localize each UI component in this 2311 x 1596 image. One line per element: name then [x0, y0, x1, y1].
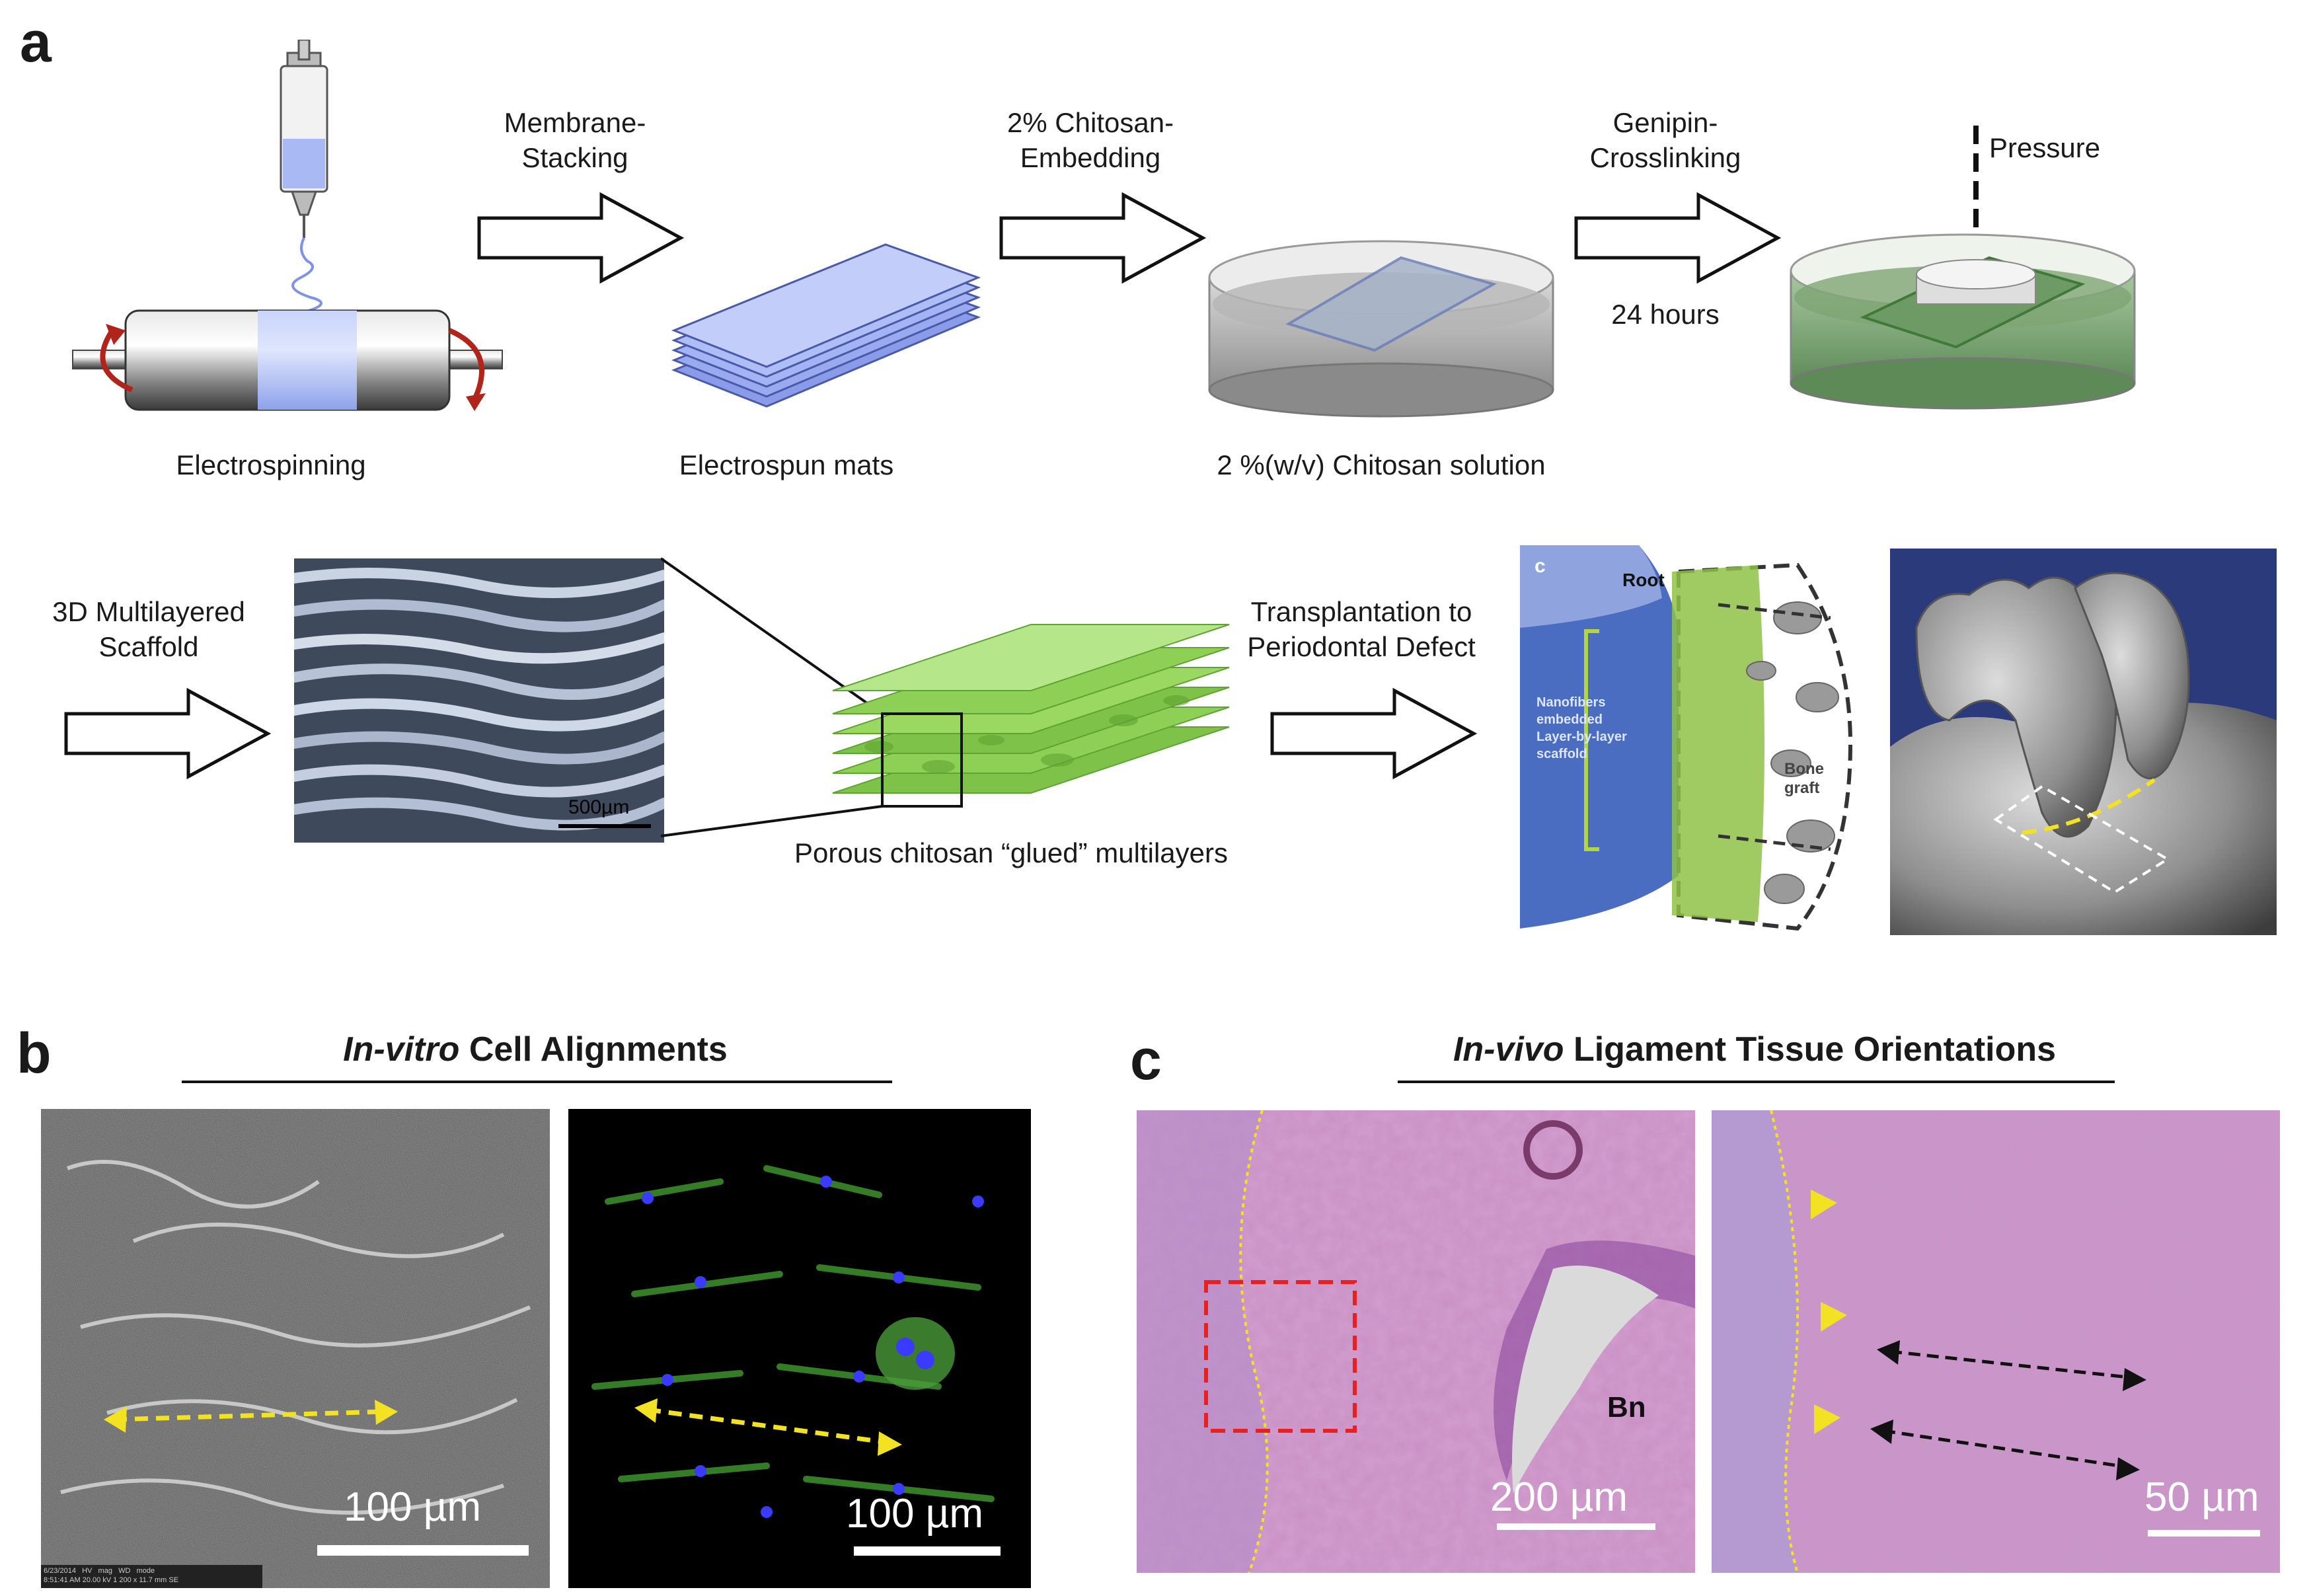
scaffold-scale-label: 500µm — [568, 796, 630, 818]
bn-label: Bn — [1607, 1391, 1646, 1424]
pressure-dish — [1790, 126, 2136, 410]
process-arrow-5 — [1270, 687, 1478, 780]
micro-ct-render — [1890, 549, 2277, 935]
chitosan-solution-label: 2 %(w/v) Chitosan solution — [1217, 449, 1546, 480]
genipin-crosslinking-label: Genipin- Crosslinking — [1589, 107, 1741, 173]
transplantation-label: Transplantation to Periodontal Defect — [1247, 596, 1476, 662]
electrospun-mats-stack — [671, 243, 981, 408]
panel-c-title-italic: In-vivo — [1453, 1030, 1564, 1069]
chitosan-dish — [1208, 240, 1554, 418]
membrane-stacking-label: Membrane- Stacking — [504, 107, 646, 173]
pressure-label: Pressure — [1989, 132, 2101, 163]
electrospun-mats-label: Electrospun mats — [679, 449, 894, 480]
scaffold-sem-image — [294, 558, 664, 843]
24-hours-label: 24 hours — [1611, 299, 1720, 330]
periodontal-schematic — [1520, 545, 1853, 931]
electrospinning-label: Electrospinning — [176, 449, 366, 480]
porous-chitosan-label: Porous chitosan “glued” multilayers — [794, 837, 1228, 868]
process-arrow-1 — [477, 192, 685, 284]
root-label: Root — [1622, 570, 1665, 590]
panel-b-letter: b — [17, 1022, 52, 1085]
process-arrow-3 — [1574, 192, 1782, 284]
panel-b-title-rest: Cell Alignments — [459, 1030, 728, 1069]
panel-b-title-rule — [182, 1081, 892, 1083]
chitosan-embedding-label: 2% Chitosan- Embedding — [1006, 107, 1174, 173]
he-low-mag-image — [1137, 1110, 1695, 1573]
panel-b-title: In-vitro Cell Alignments — [178, 1030, 892, 1069]
panel-c-letter: c — [1130, 1028, 1162, 1092]
panel-c-title-rule — [1398, 1081, 2115, 1083]
fluorescence-scale-label: 100 µm — [846, 1491, 984, 1537]
scaffold-3d-model — [661, 557, 1230, 837]
sem-cell-image — [41, 1109, 550, 1588]
he-high-mag-image — [1712, 1110, 2280, 1573]
panel-c-title: In-vivo Ligament Tissue Orientations — [1394, 1030, 2115, 1069]
schematic-corner-letter: c — [1534, 555, 1546, 577]
panel-a-letter: a — [20, 11, 52, 74]
panel-b-title-italic: In-vitro — [343, 1030, 460, 1069]
panel-c-title-rest: Ligament Tissue Orientations — [1564, 1030, 2057, 1069]
process-arrow-4 — [64, 687, 272, 780]
sem-scale-label: 100 µm — [344, 1484, 482, 1530]
electrospinning-illustration — [72, 40, 503, 411]
sem-info-bar: 6/23/2014 HV mag WD mode 8:51:41 AM 20.0… — [44, 1567, 179, 1585]
fluorescence-image — [568, 1109, 1031, 1588]
he-high-scale-label: 50 µm — [2144, 1474, 2259, 1520]
bone-graft-label: Bone graft — [1784, 760, 1824, 797]
3d-scaffold-label: 3D Multilayered Scaffold — [52, 596, 245, 662]
he-low-scale-label: 200 µm — [1490, 1474, 1628, 1520]
process-arrow-2 — [999, 192, 1207, 284]
nanofibers-label: Nanofibers embedded Layer-by-layer scaff… — [1536, 695, 1627, 761]
